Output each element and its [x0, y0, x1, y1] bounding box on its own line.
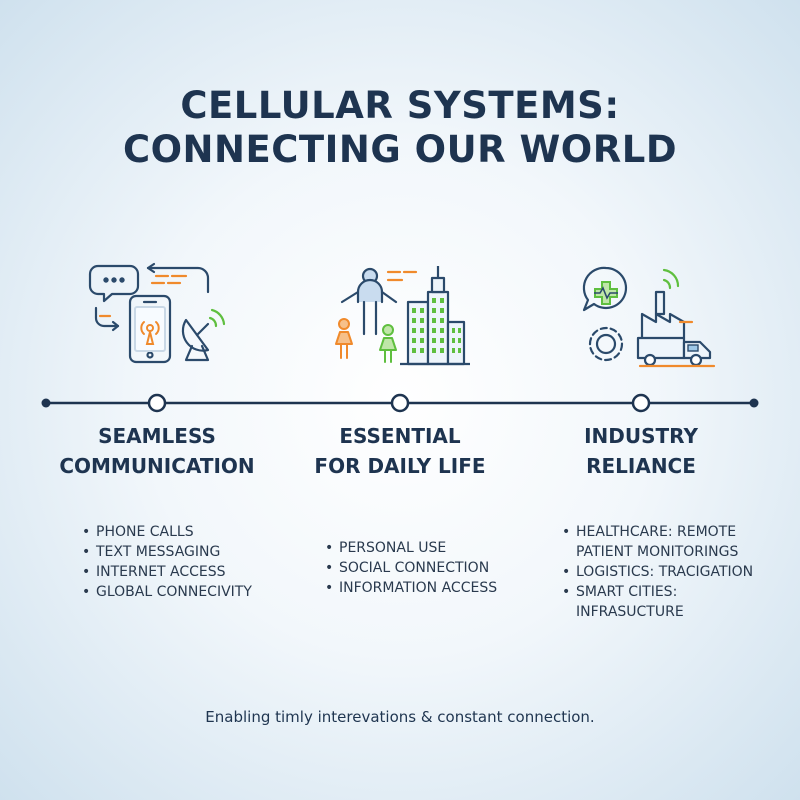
footer-tagline: Enabling timly interevations & constant …: [205, 708, 595, 726]
list-item: GLOBAL CONNECIVITY: [82, 582, 252, 602]
timeline-end-dot-left: [41, 398, 51, 408]
column-heading-line: ESSENTIAL: [339, 424, 461, 448]
smartphone-chat-satellite-icon: [88, 262, 226, 364]
column-heading-seamless-communication: SEAMLESS COMMUNICATION: [27, 421, 287, 481]
bullet-list-daily-life: PERSONAL USE SOCIAL CONNECTION INFORMATI…: [325, 538, 497, 598]
column-heading-line: SEAMLESS: [98, 424, 216, 448]
list-item: PERSONAL USE: [325, 538, 497, 558]
list-item: PHONE CALLS: [82, 522, 252, 542]
list-item: LOGISTICS: TRACIGATION: [562, 562, 753, 582]
list-item-continuation: INFRASUCTURE: [576, 604, 684, 620]
timeline-node-3: [631, 393, 651, 413]
bullet-list-communication: PHONE CALLS TEXT MESSAGING INTERNET ACCE…: [82, 522, 252, 602]
timeline: [41, 393, 759, 413]
column-heading-line: INDUSTRY: [584, 424, 698, 448]
list-item-continuation: PATIENT MONITORINGS: [576, 544, 739, 560]
list-item: TEXT MESSAGING: [82, 542, 252, 562]
timeline-end-dot-right: [749, 398, 759, 408]
list-item: HEALTHCARE: REMOTE: [562, 522, 753, 542]
people-city-icon: [335, 266, 470, 366]
page-title-line1: CELLULAR SYSTEMS:: [180, 84, 620, 127]
column-heading-line: COMMUNICATION: [59, 454, 255, 478]
list-item: INFORMATION ACCESS: [325, 578, 497, 598]
healthcare-industry-truck-icon: [582, 266, 716, 368]
list-item: SMART CITIES:: [562, 582, 753, 602]
timeline-node-2: [390, 393, 410, 413]
list-item: SOCIAL CONNECTION: [325, 558, 497, 578]
column-heading-essential-daily-life: ESSENTIAL FOR DAILY LIFE: [270, 421, 530, 481]
column-heading-line: FOR DAILY LIFE: [314, 454, 486, 478]
column-heading-industry-reliance: INDUSTRY RELIANCE: [511, 421, 771, 481]
timeline-node-1: [147, 393, 167, 413]
bullet-list-industry: HEALTHCARE: REMOTE PATIENT MONITORINGS L…: [562, 522, 753, 622]
page-title-line2: CONNECTING OUR WORLD: [122, 128, 678, 171]
column-heading-line: RELIANCE: [586, 454, 696, 478]
list-item: INTERNET ACCESS: [82, 562, 252, 582]
